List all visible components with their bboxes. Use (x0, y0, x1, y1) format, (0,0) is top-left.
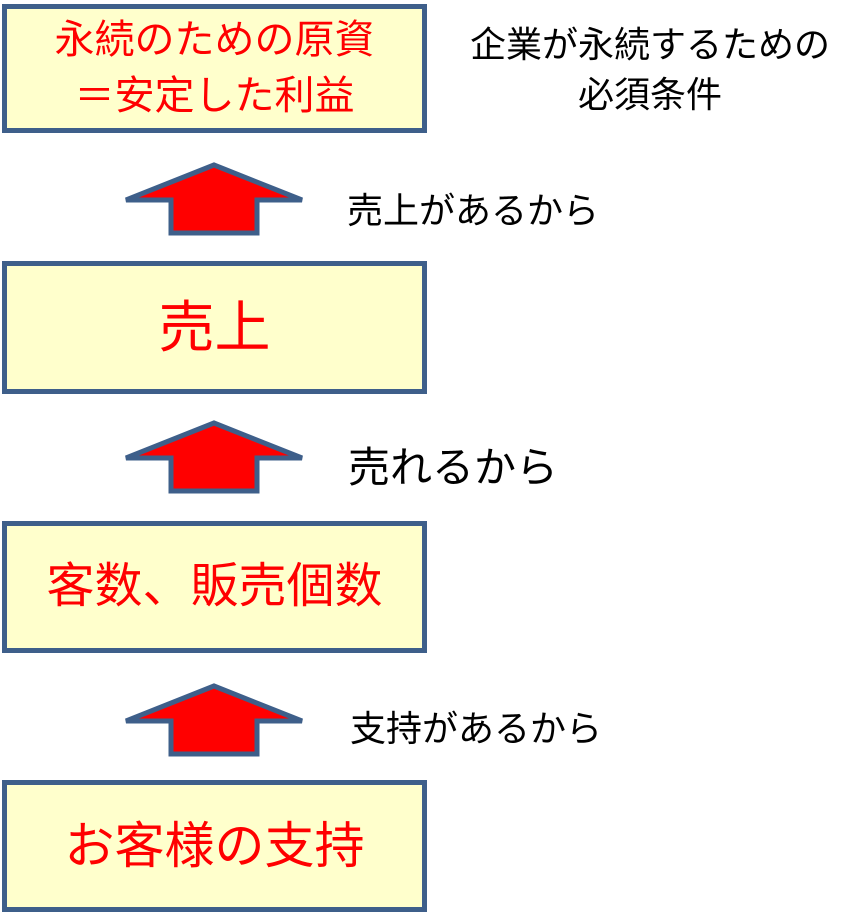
up-arrow-icon (123, 420, 305, 494)
arrow-label-support-exists: 支持があるから (350, 708, 603, 749)
box-customer-support: お客様の支持 (2, 780, 427, 912)
arrow-label-sales-exists: 売上があるから (347, 190, 600, 231)
arrow-label-it-sells: 売れるから (348, 444, 559, 491)
up-arrow-icon (123, 162, 305, 236)
box-stable-profit: 永続のための原資 ＝安定した利益 (2, 4, 427, 133)
box-sales: 売上 (2, 261, 427, 394)
note-necessary-condition: 企業が永続するための 必須条件 (469, 24, 830, 115)
box-customer-count: 客数、販売個数 (2, 521, 427, 653)
up-arrow-icon (123, 683, 305, 757)
